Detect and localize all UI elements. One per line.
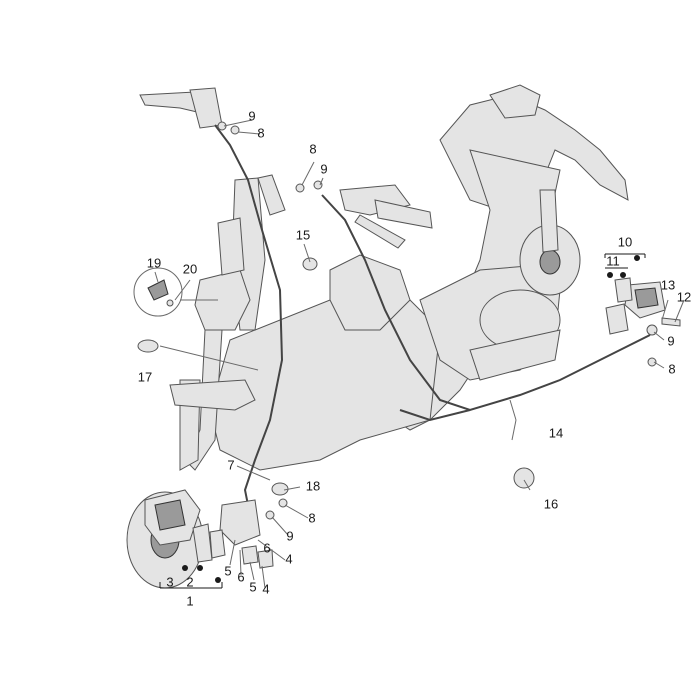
callout-15: 15 (296, 227, 310, 242)
callout-9c: 9 (286, 528, 293, 543)
callout-9d: 9 (667, 333, 674, 348)
callout-6a: 6 (263, 540, 270, 555)
callout-3: 3 (166, 574, 173, 589)
callout-19: 19 (147, 255, 161, 270)
fasteners (217, 121, 323, 520)
callout-1: 1 (186, 593, 193, 608)
callout-6b: 6 (237, 569, 244, 584)
callout-8c: 8 (308, 510, 315, 525)
callout-13: 13 (661, 277, 675, 292)
front-brake-caliper-group (144, 489, 274, 569)
callout-8b: 8 (309, 141, 316, 156)
callout-16: 16 (544, 496, 558, 511)
rear-brake-group (605, 277, 681, 367)
callout-8a: 8 (257, 125, 264, 140)
callout-8d: 8 (668, 361, 675, 376)
callout-12: 12 (677, 289, 691, 304)
callout-20: 20 (183, 261, 197, 276)
callout-9a: 9 (248, 108, 255, 123)
inset-parts (133, 217, 535, 496)
callout-18: 18 (306, 478, 320, 493)
callout-11: 11 (606, 253, 620, 268)
callout-2: 2 (186, 574, 193, 589)
callout-10: 10 (618, 234, 632, 249)
callout-7: 7 (227, 457, 234, 472)
callout-14: 14 (549, 425, 563, 440)
callout-17: 17 (138, 369, 152, 384)
callout-9b: 9 (320, 161, 327, 176)
bullet-dots (182, 255, 640, 583)
callout-5a: 5 (224, 563, 231, 578)
brake-hoses (214, 124, 651, 516)
callout-4a: 4 (285, 551, 292, 566)
bracket-groups (159, 253, 646, 589)
scooter-frame (126, 84, 629, 589)
callout-numbers: 1 2 3 4 4 5 5 6 6 7 8 8 8 8 9 9 9 9 10 1… (138, 108, 691, 608)
callout-4b: 4 (262, 581, 269, 596)
callout-5b: 5 (249, 579, 256, 594)
leader-lines (154, 119, 685, 589)
